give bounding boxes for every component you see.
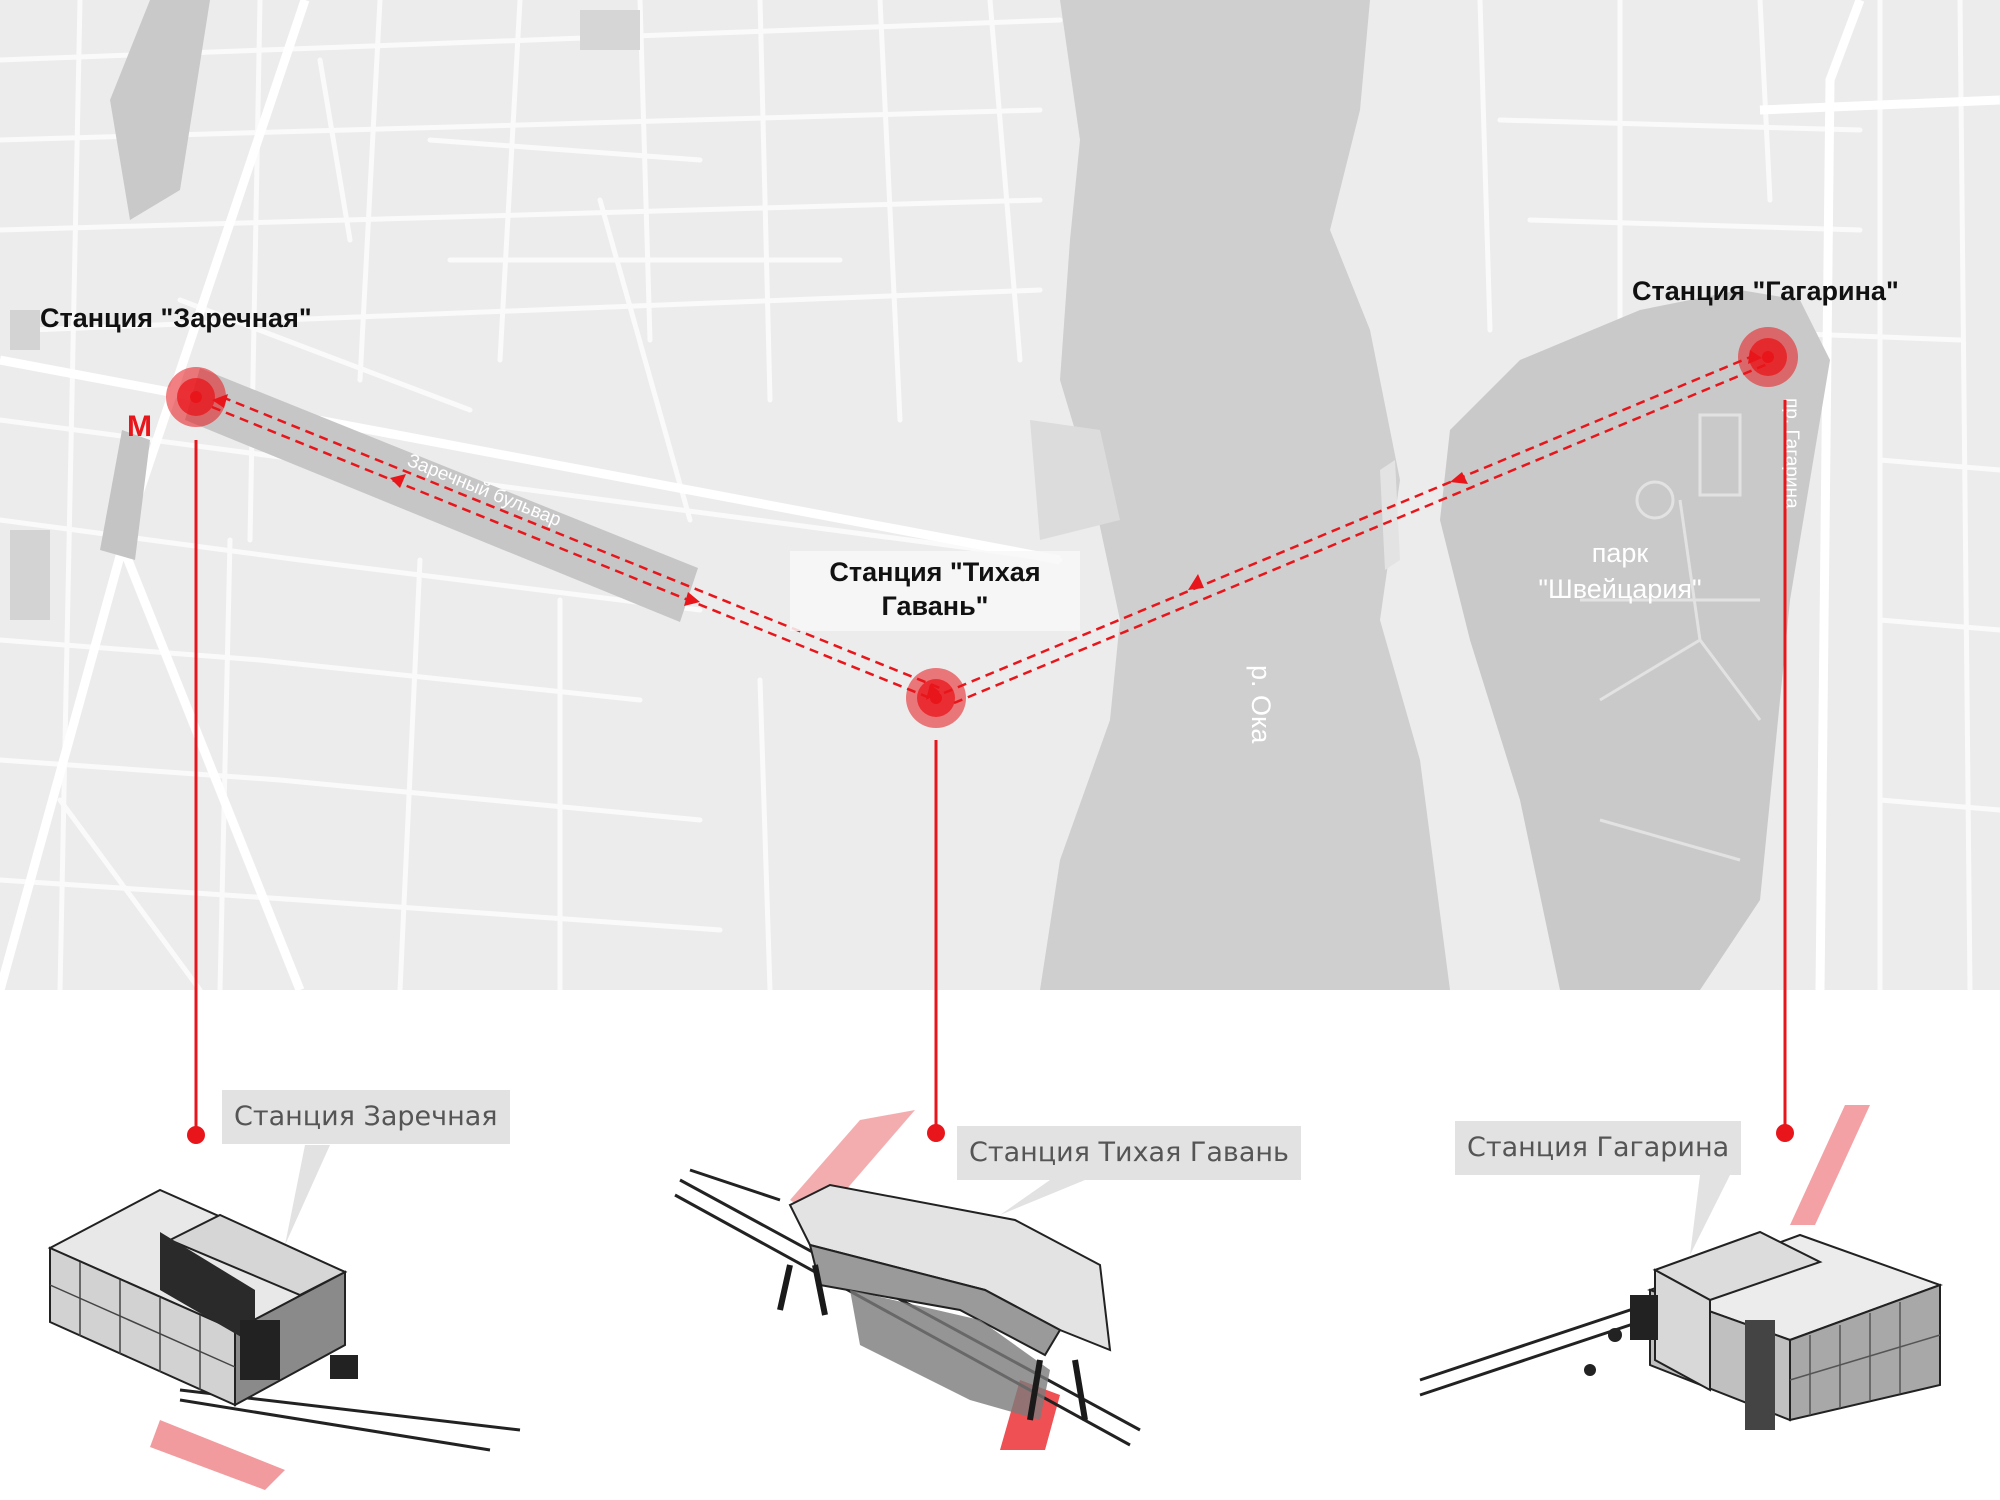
station-title-gagarina: Станция "Гагарина" [1632, 276, 1899, 306]
station-title-tikhaya-line1: Станция "Тихая [829, 557, 1041, 587]
block-ne [580, 10, 640, 50]
city-map[interactable]: Заречный бульвар р. Ока пр. Гагарина пар… [0, 0, 2000, 990]
station-title-tikhaya-line2: Гавань" [881, 591, 989, 621]
park-fountain [1635, 480, 1675, 520]
callout-tikhaya: Станция Тихая Гавань [957, 1126, 1301, 1180]
leader-lines [194, 400, 1787, 1135]
station-marker-icon[interactable] [166, 367, 226, 427]
station-title-tikhaya: Станция "Тихая Гавань" [790, 551, 1080, 631]
callout-pointer [1690, 1175, 1730, 1255]
leader-dot [187, 1126, 205, 1144]
callout-gagarina: Станция Гагарина [1455, 1121, 1742, 1175]
river-oka [1040, 0, 1450, 990]
river-island [1380, 460, 1400, 570]
metro-icon: М [127, 410, 152, 443]
callout-pointer [1000, 1180, 1085, 1215]
industrial-block [10, 530, 50, 620]
building-zarechnaya [47, 1188, 521, 1490]
cable-route-zarechnaya-tikhaya [211, 395, 941, 700]
cable-route-tikhaya-gagarina [943, 351, 1771, 705]
leader-dot [927, 1124, 945, 1142]
callout-zarechnaya: Станция Заречная [222, 1090, 510, 1144]
west-block [10, 310, 40, 350]
station-marker-icon[interactable] [906, 668, 966, 728]
building-gagarina [1419, 1105, 1943, 1430]
park-stadium [1698, 413, 1742, 497]
boulevard-area [185, 368, 698, 622]
river-label: р. Ока [1246, 665, 1276, 744]
park-paths [1580, 499, 1762, 862]
callout-pointer [285, 1145, 330, 1245]
park-label-line1: парк [1592, 538, 1649, 568]
building-tikhaya [674, 1110, 1141, 1450]
lake-block [110, 0, 210, 220]
station-marker-icon[interactable] [1738, 327, 1798, 387]
park-label-line2: "Швейцария" [1538, 574, 1701, 604]
leader-dot [1776, 1124, 1794, 1142]
park-switzerland-area [1440, 290, 1830, 990]
railway-strip [100, 430, 150, 560]
street-network [0, 0, 2000, 990]
station-title-zarechnaya: Станция "Заречная" [40, 303, 312, 333]
river-bank-west [1030, 420, 1120, 540]
